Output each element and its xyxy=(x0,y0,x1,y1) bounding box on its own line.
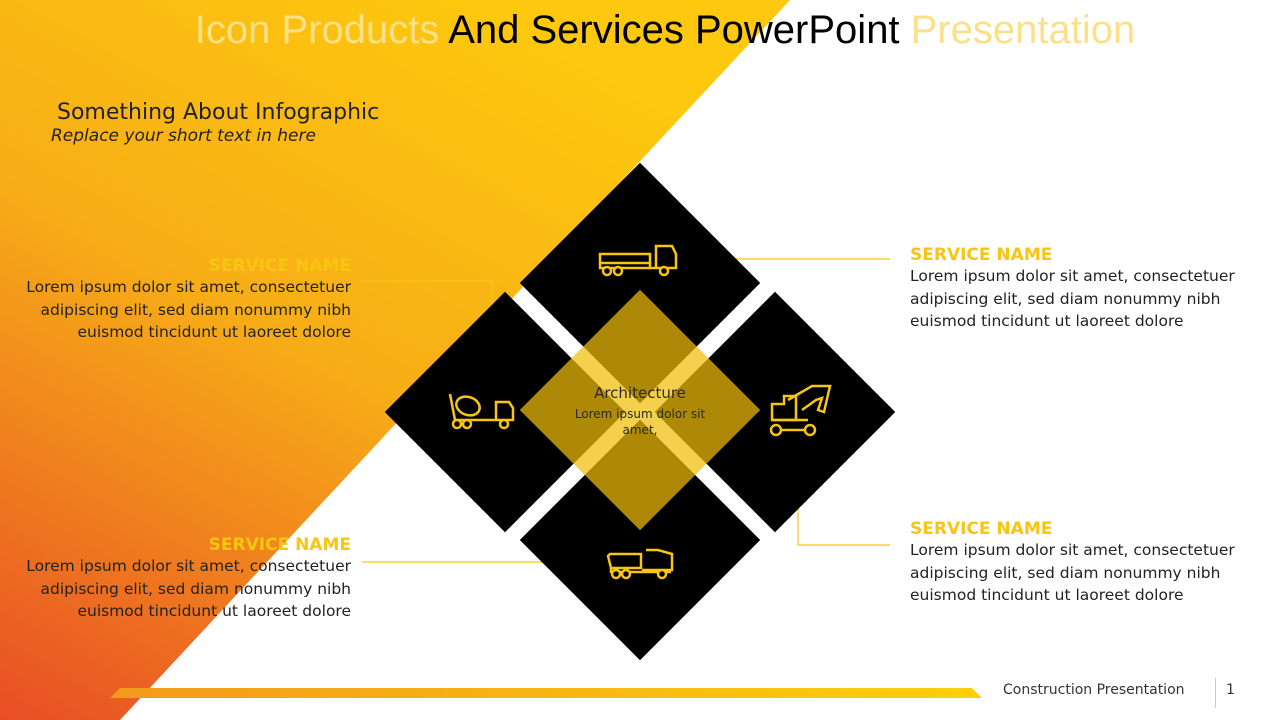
bottom-bar xyxy=(110,688,982,698)
service-bottom-right: SERVICE NAME Lorem ipsum dolor sit amet,… xyxy=(910,519,1240,607)
page-number: 1 xyxy=(1226,682,1235,698)
service-bottom-left: SERVICE NAME Lorem ipsum dolor sit amet,… xyxy=(21,535,351,623)
excavator-icon xyxy=(769,384,832,437)
service-name: SERVICE NAME xyxy=(910,245,1053,265)
center-body: Lorem ipsum dolor sit amet, xyxy=(574,407,706,437)
service-text: Lorem ipsum dolor sit amet, consectetuer… xyxy=(26,278,351,341)
title-part-1: Icon Products xyxy=(194,8,440,52)
service-text: Lorem ipsum dolor sit amet, consectetuer… xyxy=(910,267,1235,330)
service-text: Lorem ipsum dolor sit amet, consectetuer… xyxy=(910,541,1235,604)
footer-label: Construction Presentation xyxy=(1003,682,1185,698)
title-part-3: Presentation xyxy=(910,8,1136,52)
service-top-right: SERVICE NAME Lorem ipsum dolor sit amet,… xyxy=(910,245,1240,333)
service-name: SERVICE NAME xyxy=(910,519,1053,539)
center-text: Architecture Lorem ipsum dolor sit amet, xyxy=(560,384,720,438)
service-text: Lorem ipsum dolor sit amet, consectetuer… xyxy=(26,557,351,620)
service-top-left: SERVICE NAME Lorem ipsum dolor sit amet,… xyxy=(21,256,351,344)
cement-mixer-icon xyxy=(448,393,515,430)
service-name: SERVICE NAME xyxy=(208,256,351,276)
dump-truck-icon xyxy=(598,244,678,277)
tipper-truck-icon xyxy=(606,548,674,580)
center-heading: Architecture xyxy=(594,384,686,402)
gradient-triangle xyxy=(0,0,790,720)
slide-title: Icon Products And Services PowerPoint Pr… xyxy=(0,8,1280,53)
title-part-2: And Services PowerPoint xyxy=(448,8,900,52)
tagline: Replace your short text in here xyxy=(51,126,316,146)
subtitle: Something About Infographic xyxy=(57,100,380,125)
footer-divider xyxy=(1215,678,1216,708)
service-name: SERVICE NAME xyxy=(208,535,351,555)
